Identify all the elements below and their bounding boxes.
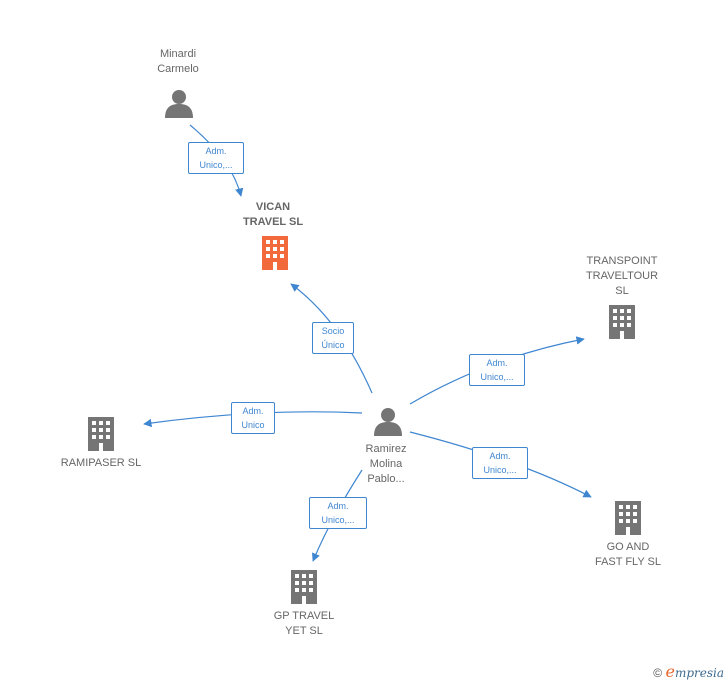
gptravel-building-icon[interactable] bbox=[291, 570, 317, 604]
edge-label-ramirez-goandfastfly: Adm. Unico,... bbox=[472, 447, 528, 479]
empresia-logo-text: mpresia bbox=[674, 666, 724, 680]
goandfastfly-label[interactable]: GO AND FAST FLY SL bbox=[594, 541, 662, 568]
edge-label-ramirez-transpoint: Adm. Unico,... bbox=[469, 354, 525, 386]
empresia-credit[interactable]: © empresia bbox=[653, 662, 724, 681]
transpoint-building-icon[interactable] bbox=[609, 305, 635, 339]
vican-label[interactable]: VICAN TRAVEL SL bbox=[242, 201, 304, 228]
transpoint-label[interactable]: TRANSPOINT TRAVELTOUR SL bbox=[585, 255, 659, 297]
vican-building-icon[interactable] bbox=[262, 236, 288, 270]
copyright-symbol: © bbox=[653, 666, 663, 680]
ramipaser-label[interactable]: RAMIPASER SL bbox=[60, 457, 142, 469]
ramirez-label[interactable]: Ramirez Molina Pablo... bbox=[365, 443, 407, 485]
gptravel-label[interactable]: GP TRAVEL YET SL bbox=[273, 610, 335, 637]
goandfastfly-building-icon[interactable] bbox=[615, 501, 641, 535]
edge-label-ramirez-vican: Socio Único bbox=[312, 322, 354, 354]
edge-label-ramirez-ramipaser: Adm. Unico bbox=[231, 402, 275, 434]
empresia-logo-initial: e bbox=[665, 662, 675, 681]
edge-label-ramirez-gptravel: Adm. Unico,... bbox=[309, 497, 367, 529]
ramipaser-building-icon[interactable] bbox=[88, 417, 114, 451]
edge-label-minardi-vican: Adm. Unico,... bbox=[188, 142, 244, 174]
ramirez-person-icon[interactable] bbox=[374, 408, 402, 436]
minardi-person-icon[interactable] bbox=[165, 90, 193, 118]
minardi-label[interactable]: Minardi Carmelo bbox=[157, 48, 199, 75]
